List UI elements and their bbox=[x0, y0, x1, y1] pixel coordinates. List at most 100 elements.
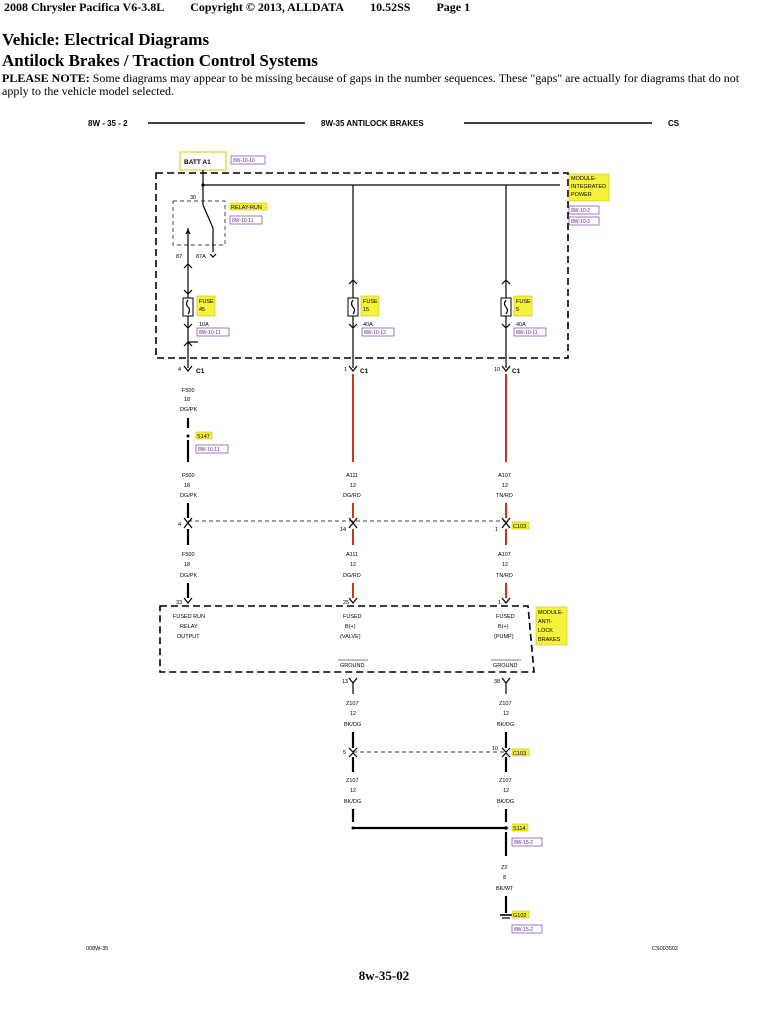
fuse-5-amp: 40A bbox=[516, 322, 526, 328]
document-subtitle: Antilock Brakes / Traction Control Syste… bbox=[2, 51, 318, 70]
c103b-pin-5: 5 bbox=[343, 750, 346, 756]
gnd-a-gauge-1: 12 bbox=[350, 711, 356, 717]
c103-pin-14: 14 bbox=[340, 527, 346, 533]
gnd-b-circuit-1: Z107 bbox=[346, 778, 359, 784]
abs-ground-1: GROUND bbox=[340, 663, 364, 669]
gnd-a-color-2: BK/DG bbox=[497, 722, 514, 728]
z2-circuit: Z2 bbox=[501, 865, 507, 871]
gnd-a-circuit-1: Z107 bbox=[346, 701, 359, 707]
tipm-ref2: 8W-10-3 bbox=[571, 219, 590, 225]
c1-pin-1: 1 bbox=[344, 367, 347, 373]
svg-text:C103: C103 bbox=[513, 524, 526, 530]
ground-g102-icon bbox=[500, 914, 512, 919]
svg-text:C1: C1 bbox=[196, 368, 205, 375]
batt-label: BATT A1 bbox=[184, 159, 211, 166]
gnd-b-gauge-2: 12 bbox=[503, 788, 509, 794]
page-footer: 8w-35-02 bbox=[358, 968, 410, 983]
abs-module-line2: ANTI- bbox=[538, 619, 553, 625]
gnd-pin-13: 13 bbox=[342, 679, 348, 685]
vehicle-line: 2008 Chrysler Pacifica V6-3.8L bbox=[4, 0, 165, 14]
connector-c103: 4 14 1 C103 bbox=[178, 517, 530, 533]
fuse-15-amp: 40A bbox=[363, 322, 373, 328]
tipm-label-bg bbox=[568, 173, 610, 202]
relay-label: RELAY-RUN bbox=[231, 205, 262, 211]
relay-ref: 8W-10-11 bbox=[232, 218, 254, 224]
w3-low-color: TN/RD bbox=[496, 573, 513, 579]
abs-pump-1: FUSED bbox=[496, 614, 515, 620]
abs-module-boundary bbox=[159, 605, 535, 673]
w2-mid-color: DG/RD bbox=[343, 493, 361, 499]
gnd-b-circuit-2: Z107 bbox=[499, 778, 512, 784]
tipm-line2: INTEGRATED bbox=[571, 184, 606, 190]
fuse-5: FUSE 5 40A 8W-10-11 bbox=[500, 279, 547, 337]
fuse-45-num: 45 bbox=[199, 307, 205, 313]
batt-ref: 8W-10-16 bbox=[233, 158, 255, 164]
w3-low-gauge: 12 bbox=[502, 562, 508, 568]
note-label: PLEASE NOTE: bbox=[2, 71, 90, 85]
gnd-b-gauge-1: 12 bbox=[350, 788, 356, 794]
w3-mid-color: TN/RD bbox=[496, 493, 513, 499]
relay-pin-87: 87 bbox=[176, 254, 182, 260]
fuse-45: FUSE 45 10A 8W-10-11 bbox=[182, 289, 230, 337]
c103-pin-4: 4 bbox=[178, 522, 181, 528]
fuse-45-ref: 8W-10-11 bbox=[199, 330, 221, 336]
gnd-pin-38: 38 bbox=[494, 679, 500, 685]
relay-boundary bbox=[172, 200, 226, 246]
w1-top-circuit: F500 bbox=[182, 388, 195, 394]
page-number: Page 1 bbox=[436, 0, 471, 14]
abs-relay-out-1: FUSED RUN bbox=[173, 614, 205, 620]
gnd-a-circuit-2: Z107 bbox=[499, 701, 512, 707]
abs-valve-3: (VALVE) bbox=[340, 634, 361, 640]
c1-pin-10: 10 bbox=[494, 367, 500, 373]
w2-low-circuit: A111 bbox=[346, 552, 358, 558]
connector-c103-ground: 5 10 C103 bbox=[343, 746, 530, 758]
abs-module-label-bg bbox=[535, 606, 568, 646]
diagram-page-right: CS bbox=[668, 119, 680, 128]
abs-relay-out-2: RELAY bbox=[180, 624, 198, 630]
abs-module-line4: BRAKES bbox=[538, 637, 561, 643]
w1-low-gauge: 18 bbox=[184, 562, 190, 568]
please-note: PLEASE NOTE: Some diagrams may appear to… bbox=[2, 72, 762, 98]
abs-pin-33: 33 bbox=[176, 600, 182, 606]
relay-pin-87a: 87A bbox=[196, 254, 206, 260]
svg-text:C1: C1 bbox=[360, 368, 369, 375]
c103b-pin-10: 10 bbox=[492, 746, 498, 752]
copyright: Copyright © 2013, ALLDATA bbox=[190, 0, 345, 14]
w1-mid-gauge: 18 bbox=[184, 483, 190, 489]
w1-mid-color: DG/PK bbox=[180, 493, 197, 499]
tipm-line3: POWER bbox=[571, 192, 592, 198]
w2-mid-circuit: A111 bbox=[346, 473, 358, 479]
c1-pin-4: 4 bbox=[178, 367, 181, 373]
w2-mid-gauge: 12 bbox=[350, 483, 356, 489]
w3-low-circuit: A107 bbox=[498, 552, 511, 558]
w3-mid-gauge: 12 bbox=[502, 483, 508, 489]
c103-pin-1: 1 bbox=[495, 527, 498, 533]
diagram-page-title: 8W-35 ANTILOCK BRAKES bbox=[321, 119, 424, 128]
w2-low-color: DG/RD bbox=[343, 573, 361, 579]
w1-low-circuit: F500 bbox=[182, 552, 195, 558]
tipm-ref1: 8W-10-2 bbox=[571, 208, 590, 214]
w2-low-gauge: 12 bbox=[350, 562, 356, 568]
z2-gauge: 8 bbox=[503, 875, 506, 881]
splice-s114: S114 bbox=[513, 826, 525, 832]
diagram-code-right: CS003502 bbox=[652, 946, 678, 952]
abs-valve-1: FUSED bbox=[343, 614, 362, 620]
page-header: 2008 Chrysler Pacifica V6-3.8L Copyright … bbox=[4, 0, 496, 15]
gnd-b-color-1: BK/DG bbox=[344, 799, 361, 805]
w1-low-color: DG/PK bbox=[180, 573, 197, 579]
abs-pump-2: B(+) bbox=[498, 624, 509, 630]
abs-module-line3: LOCK bbox=[538, 628, 553, 634]
abs-relay-out-3: OUTPUT bbox=[177, 634, 200, 640]
tipm-boundary bbox=[155, 172, 569, 359]
connector-c1: 4 C1 1 C1 10 C1 bbox=[178, 365, 521, 375]
abs-pump-3: (PUMP) bbox=[494, 634, 514, 640]
relay-pin-30: 30 bbox=[190, 195, 196, 201]
fuse-5-num: 5 bbox=[516, 307, 519, 313]
svg-text:C103: C103 bbox=[513, 751, 526, 757]
z2-color: BK/WT bbox=[496, 886, 514, 892]
ground-g102-ref: 8W-15-2 bbox=[514, 927, 533, 933]
splice-s147-ref: 8W-10-11 bbox=[198, 447, 220, 453]
diagram-code-left: 008W-35 bbox=[86, 946, 108, 952]
fuse-5-ref: 8W-10-11 bbox=[516, 330, 538, 336]
